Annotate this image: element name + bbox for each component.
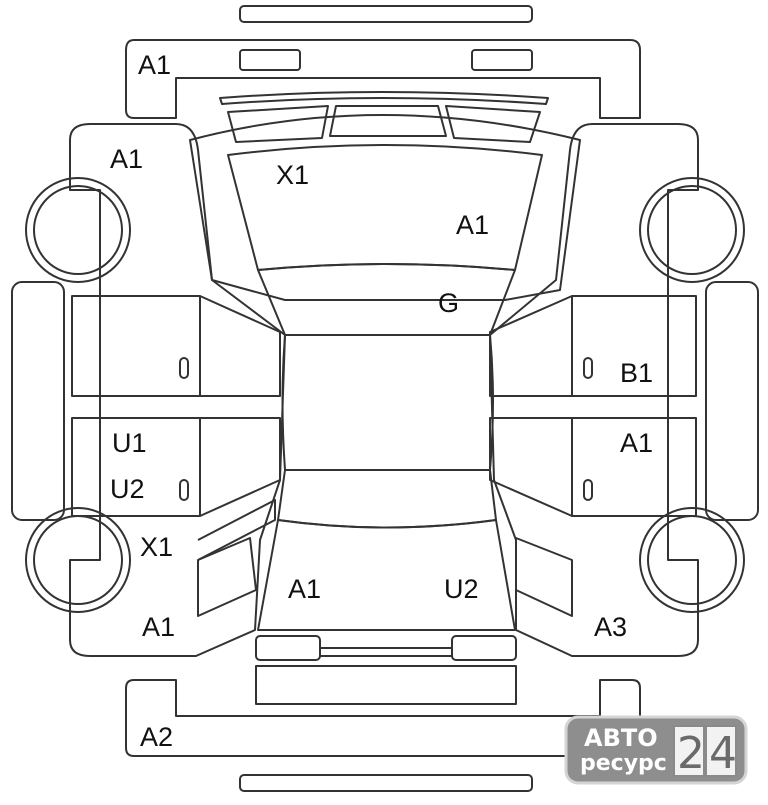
grille: [329, 105, 447, 137]
label-rear-fender-left: X1: [140, 532, 173, 562]
trunk-lid: [257, 519, 516, 631]
trunk-trim: [320, 647, 452, 657]
label-rear-quarter-left: A1: [142, 612, 175, 642]
wheel-rear-left: [25, 507, 131, 613]
windshield-panel: [257, 263, 516, 336]
rocker-left: [11, 281, 65, 521]
roof: [281, 334, 494, 471]
label-windshield: G: [438, 288, 459, 318]
label-trunk-left: A1: [288, 574, 321, 604]
watermark-digit-box-1: [673, 725, 705, 777]
wheel-front-right: [639, 177, 745, 283]
rear-fender-right: [515, 537, 573, 617]
label-rear-bumper-left: A2: [140, 722, 173, 752]
rear-panel: [255, 665, 517, 705]
wheel-rear-right: [639, 507, 745, 613]
fog-light-right: [471, 49, 533, 71]
wheel-front-right-inner: [647, 185, 737, 275]
watermark-digit-1: 2: [677, 728, 705, 779]
taillight-left: [255, 635, 321, 661]
front-door-left: [71, 295, 281, 397]
front-bar: [239, 5, 533, 23]
hood: [189, 114, 581, 301]
label-front-fender-left: A1: [110, 144, 143, 174]
label-rear-door-right: A1: [620, 428, 653, 458]
handle-left-front: [179, 357, 189, 379]
watermark-digit-box-2: [705, 725, 737, 777]
label-rear-quarter-right: A3: [594, 612, 627, 642]
rear-fender-left-line: [197, 499, 276, 561]
rear-bar: [239, 774, 533, 792]
label-front-bumper: A1: [138, 50, 171, 80]
front-door-right: [489, 295, 697, 397]
front-bumper: [125, 39, 641, 119]
watermark-line1: АВТО: [584, 724, 658, 752]
label-roof: X1: [276, 160, 309, 190]
taillight-right: [451, 635, 517, 661]
rear-door-left: [71, 417, 281, 517]
label-roof-rear: A1: [456, 210, 489, 240]
pillar-left: [72, 395, 280, 419]
right-side-body: [489, 123, 699, 657]
rear-fender-left: [197, 537, 257, 617]
label-rear-door-left: B1: [620, 358, 653, 388]
rocker-right: [705, 281, 759, 521]
handle-right-rear: [583, 479, 593, 501]
wheel-front-left: [25, 177, 131, 283]
watermark-line2: ресурс: [580, 751, 667, 776]
rear-window: [277, 469, 497, 529]
wheel-front-left-inner: [33, 185, 123, 275]
watermark-logo: АВТО ресурс 2 4: [564, 715, 748, 785]
pillar-right: [490, 395, 696, 419]
rear-door-right: [489, 417, 697, 517]
headlight-right: [445, 105, 541, 143]
label-front-door-left-lower: U2: [110, 474, 145, 504]
watermark-digit-2: 4: [709, 728, 737, 779]
headlight-left: [227, 105, 329, 143]
label-trunk-right: U2: [444, 574, 479, 604]
wiper-strip: [219, 91, 549, 105]
fog-light-left: [239, 49, 301, 71]
handle-left-rear: [179, 479, 189, 501]
handle-right-front: [583, 357, 593, 379]
rear-bumper: [125, 679, 641, 757]
left-side-body: [69, 123, 286, 657]
label-front-door-left-upper: U1: [112, 428, 147, 458]
